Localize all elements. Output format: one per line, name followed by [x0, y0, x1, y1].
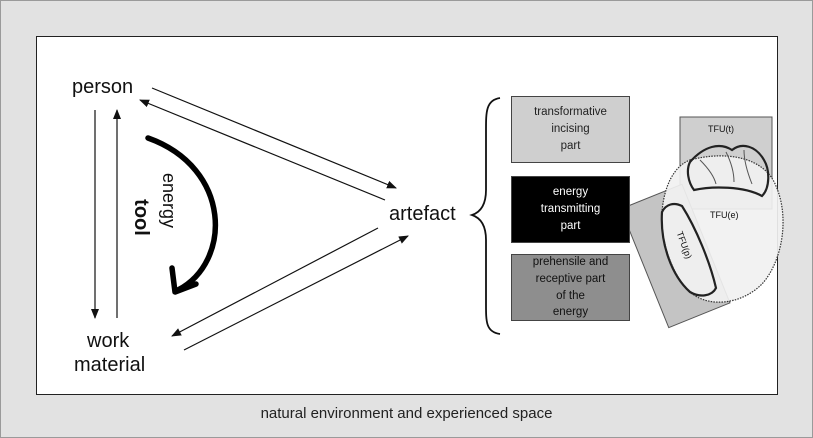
node-work-material-line2: material [74, 354, 146, 376]
arrow-artefact-to-work [171, 227, 379, 337]
part-box-transformative: transformative incising part [511, 96, 630, 163]
tool-label-tfu-t: TFU(t) [708, 124, 734, 134]
arrow-artefact-to-person [139, 99, 386, 201]
part-label-energy-transmitting: energy transmitting part [540, 186, 601, 232]
part-label-transformative: transformative incising part [534, 106, 607, 152]
part-box-energy-transmitting: energy transmitting part [511, 176, 630, 243]
part-label-prehensile: prehensile and receptive part of the ene… [532, 256, 609, 319]
node-artefact: artefact [389, 203, 456, 225]
arrow-work-to-artefact [183, 235, 409, 351]
cutting-edge-facets [699, 149, 753, 185]
part-box-prehensile: prehensile and receptive part of the ene… [511, 254, 630, 321]
curly-brace [469, 97, 501, 335]
curve-label-energy: energy [159, 172, 180, 229]
arrow-person-to-artefact [151, 87, 397, 189]
energy-tool-arrowhead [169, 265, 199, 295]
energy-tool-curve [145, 135, 219, 293]
footer-caption: natural environment and experienced spac… [260, 405, 553, 422]
prehensile-edge-outline [660, 202, 718, 297]
cutting-edge-outline [686, 144, 770, 198]
node-work-material-line1: work [87, 330, 130, 352]
tool-label-tfu-e: TFU(e) [710, 210, 739, 220]
node-person: person [72, 76, 134, 98]
curve-label-tool: tool [129, 199, 152, 236]
